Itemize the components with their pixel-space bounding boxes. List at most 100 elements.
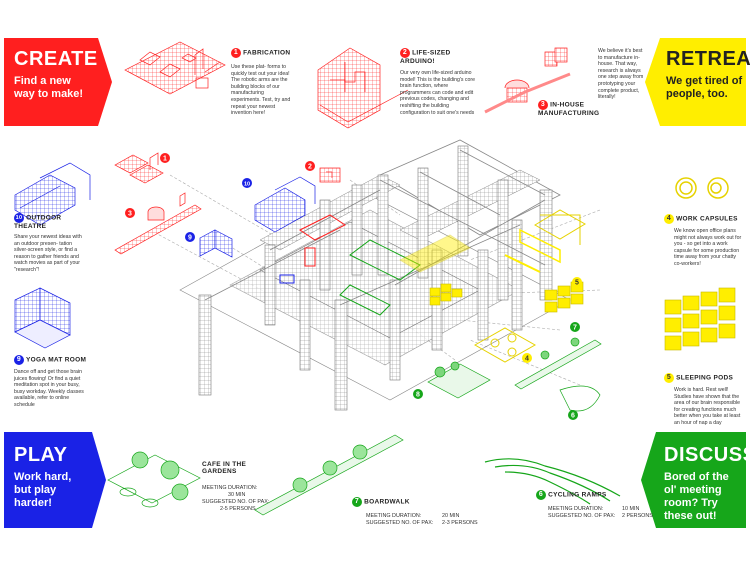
callout-2 [305,161,315,171]
cafe-pax: 2-5 PERSONS [220,506,256,512]
fabrication-illustration [124,41,226,95]
discuss-banner-shape [641,432,746,528]
discuss-subtitle: Bored of the ol' meeting room? Try these… [664,471,729,522]
cafe-duration: 30 MIN [228,492,246,498]
retreat-subtitle: We get tired of people, too. [666,75,743,100]
arduino-block: 2 LIFE-SIZED ARDUINO! Our very own life-… [400,48,476,116]
inhouse-number: 3 [538,100,548,110]
discuss-banner: DISCUSS Bored of the ol' meeting room? T… [664,444,750,523]
play-title: PLAY [14,444,68,466]
create-subtitle: Find a new way to make! [14,75,84,100]
pods-number: 5 [664,373,674,383]
yellow-platforms [473,209,586,363]
retreat-title: RETREAT [666,48,750,70]
yoga-illustration [14,229,233,349]
capsules-illustration [675,177,729,199]
inhouse-body-block: We believe it's best to manufacture in-h… [598,48,648,101]
callout-7-label: 7 [573,325,577,332]
arduino-title: LIFE-SIZED ARDUINO! [400,49,451,65]
pods-illustration [544,281,736,351]
fabrication-body: Use these plat- forms to quickly test ou… [231,64,291,117]
cafe-title: CAFE IN THE GARDENS [202,461,247,475]
callout-5-label: 5 [575,280,579,287]
callout-2-label: 2 [308,164,312,171]
callout-9-label: 9 [188,235,192,242]
play-subtitle: Work hard, but play harder! [14,471,72,509]
callout-3-label: 3 [128,211,132,218]
callout-6 [568,410,578,420]
play-banner: PLAY Work hard, but play harder! [14,444,86,510]
theatre-block: 10 OUTDOOR THEATRE Share your newest ide… [14,213,94,274]
fabrication-number: 1 [231,48,241,58]
discuss-title: DISCUSS [664,444,750,466]
create-banner-shape [4,38,112,126]
ramps-duration-label: MEETING DURATION: [548,506,604,512]
callout-3 [125,208,135,218]
inhouse-illustration [484,47,571,114]
boardwalk-number: 7 [352,497,362,507]
capsules-number: 4 [664,214,674,224]
boardwalk-block: 7 BOARDWALK MEETING DURATION: 20 MIN SUG… [352,497,482,529]
boardwalk-illustration [254,434,404,516]
boardwalk-duration-label: MEETING DURATION: [366,513,422,519]
callout-8-label: 8 [416,392,420,399]
callout-1-label: 1 [163,156,167,163]
retreat-banner: RETREAT We get tired of people, too. [666,48,750,101]
callout-9 [185,232,195,242]
callout-1 [160,153,170,163]
callout-circles [125,153,582,420]
callout-10-label: 10 [244,182,250,188]
ramps-duration: 10 MIN [622,506,640,512]
green-pieces [427,337,602,412]
capsules-block: 4 WORK CAPSULES We know open office plan… [664,214,746,268]
yoga-block: 9 YOGA MAT ROOM Dance off and get those … [14,355,94,409]
ramps-pax-label: SUGGESTED NO. OF PAX: [548,513,616,519]
pods-body: Work is hard. Rest well! Studies have sh… [674,387,741,426]
boardwalk-pax: 2-3 PERSONS [442,520,478,526]
play-banner-shape [4,432,106,528]
callout-4 [522,353,532,363]
inner-colored-elements [279,214,561,316]
cafe-illustration [107,451,201,508]
inhouse-body: We believe it's best to manufacture in-h… [598,48,644,101]
ramps-pax: 2 PERSONS [622,513,653,519]
fabrication-block: 1 FABRICATION Use these plat- forms to q… [231,48,291,117]
boardwalk-title: BOARDWALK [364,498,410,506]
boardwalk-pax-label: SUGGESTED NO. OF PAX: [366,520,434,526]
yoga-body: Dance off and get those brain juices flo… [14,369,84,408]
arduino-illustration [317,47,409,129]
retreat-banner-shape [645,38,746,126]
ramps-title: CYCLING RAMPS [548,491,607,499]
cafe-block: CAFE IN THE GARDENS MEETING DURATION: 30… [202,461,272,513]
theatre-title: OUTDOOR THEATRE [14,214,62,230]
cafe-duration-label: MEETING DURATION: [202,485,258,491]
callout-5 [572,277,582,287]
ramps-illustration [484,458,621,505]
theatre-illustration [14,162,316,233]
callout-7 [570,322,580,332]
pods-block: 5 SLEEPING PODS Work is hard. Rest well!… [664,373,746,427]
red-mid-pieces [114,152,341,255]
callout-10 [242,178,252,188]
theatre-number: 10 [14,213,24,223]
callout-6-label: 6 [571,413,575,420]
fabrication-title: FABRICATION [243,49,291,57]
yoga-number: 9 [14,355,24,365]
create-title: CREATE [14,48,98,70]
arduino-body: Our very own life-sized arduino model! T… [400,70,475,116]
callout-4-label: 4 [525,356,529,363]
pods-title: SLEEPING PODS [676,374,734,382]
callout-8 [413,389,423,399]
ramps-number: 6 [536,490,546,500]
ramps-block: 6 CYCLING RAMPS MEETING DURATION: 10 MIN… [536,490,656,522]
capsules-body: We know open office plans might not alwa… [674,228,742,267]
yoga-title: YOGA MAT ROOM [26,356,87,364]
boardwalk-duration: 20 MIN [442,513,460,519]
capsules-title: WORK CAPSULES [676,215,738,223]
main-structure [179,139,571,411]
theatre-body: Share your newest ideas with an outdoor … [14,234,82,273]
create-banner: CREATE Find a new way to make! [14,48,98,101]
inhouse-title-block: 3 IN-HOUSE MANUFACTURING [538,100,608,117]
